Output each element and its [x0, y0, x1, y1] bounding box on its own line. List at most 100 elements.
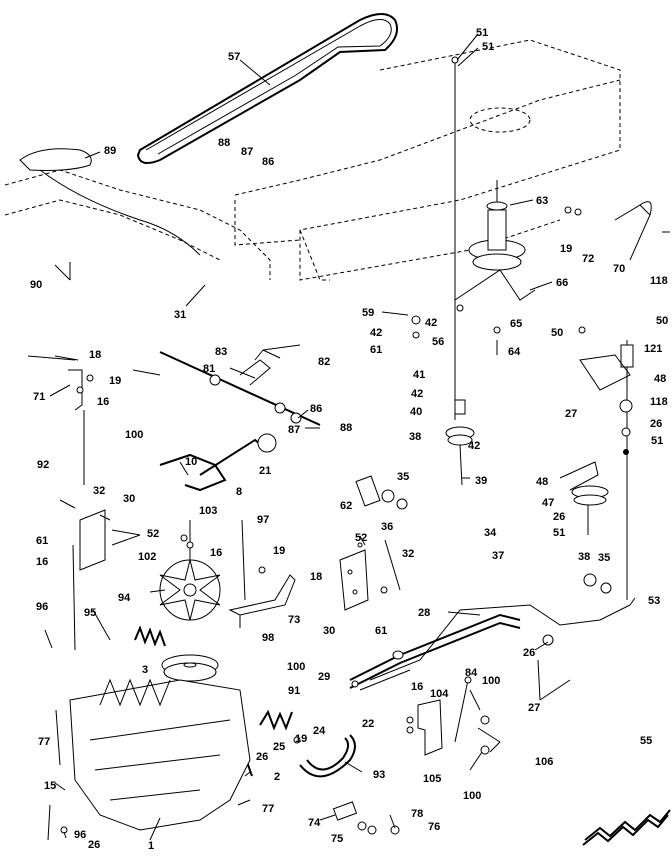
label-30: 30 — [323, 625, 335, 637]
label-70: 70 — [613, 263, 625, 275]
label-105: 105 — [423, 773, 441, 785]
label-51: 51 — [651, 435, 663, 447]
label-84: 84 — [465, 667, 478, 679]
vertical-shaft — [451, 56, 459, 420]
label-103: 103 — [199, 505, 217, 517]
rod-66 — [454, 269, 536, 301]
label-48: 48 — [536, 476, 548, 488]
label-39: 39 — [475, 475, 487, 487]
rod-28 — [349, 613, 521, 689]
label-26: 26 — [256, 751, 268, 763]
plate-30-left — [72, 509, 106, 651]
label-16: 16 — [36, 556, 48, 568]
label-100: 100 — [482, 675, 500, 687]
label-19: 19 — [560, 243, 572, 255]
label-42: 42 — [468, 440, 480, 452]
label-75: 75 — [331, 833, 343, 845]
shaft-81 — [159, 351, 321, 426]
label-35: 35 — [397, 471, 409, 483]
label-16: 16 — [210, 547, 222, 559]
label-77: 77 — [262, 803, 274, 815]
label-25: 25 — [273, 741, 285, 753]
label-1: 1 — [148, 840, 154, 852]
label-59: 59 — [362, 307, 374, 319]
label-90: 90 — [30, 279, 42, 291]
label-86: 86 — [262, 156, 274, 168]
label-42: 42 — [370, 327, 382, 339]
label-97: 97 — [257, 514, 269, 526]
label-86: 86 — [310, 403, 322, 415]
label-38: 38 — [578, 551, 590, 563]
label-47: 47 — [542, 497, 554, 509]
label-104: 104 — [430, 688, 449, 700]
label-16: 16 — [97, 396, 109, 408]
mower-deck-outline — [4, 148, 271, 280]
pulley-47 — [559, 461, 609, 535]
label-92: 92 — [37, 459, 49, 471]
label-76: 76 — [428, 821, 440, 833]
label-65: 65 — [510, 318, 522, 330]
label-8: 8 — [236, 486, 242, 498]
label-87: 87 — [288, 424, 300, 436]
label-26: 26 — [88, 839, 100, 851]
label-28: 28 — [418, 607, 430, 619]
bushing-62 — [355, 475, 408, 510]
label-32: 32 — [402, 548, 414, 560]
label-40: 40 — [410, 406, 422, 418]
label-64: 64 — [508, 346, 521, 358]
label-26: 26 — [650, 418, 662, 430]
transmission — [47, 678, 251, 841]
spring-95 — [134, 625, 166, 647]
label-15: 15 — [44, 780, 56, 792]
label-89: 89 — [104, 145, 116, 157]
bracket-104 — [417, 676, 472, 756]
label-3: 3 — [142, 664, 148, 676]
label-98: 98 — [262, 632, 274, 644]
label-21: 21 — [259, 465, 271, 477]
label-2: 2 — [274, 771, 280, 783]
label-30: 30 — [123, 493, 135, 505]
label-31: 31 — [174, 309, 186, 321]
label-35: 35 — [598, 552, 610, 564]
label-61: 61 — [36, 535, 48, 547]
leader-lines — [44, 33, 636, 841]
label-32: 32 — [93, 485, 105, 497]
label-52: 52 — [355, 532, 367, 544]
label-72: 72 — [582, 253, 594, 265]
label-19: 19 — [273, 545, 285, 557]
bracket-73 — [228, 519, 296, 628]
label-118: 118 — [650, 275, 668, 287]
label-88: 88 — [218, 137, 230, 149]
label-96: 96 — [74, 829, 86, 841]
label-27: 27 — [565, 408, 577, 420]
label-53: 53 — [648, 595, 660, 607]
label-10: 10 — [185, 456, 197, 468]
label-81: 81 — [203, 363, 215, 375]
label-18: 18 — [310, 571, 322, 583]
label-29: 29 — [318, 671, 330, 683]
label-73: 73 — [288, 614, 300, 626]
label-62: 62 — [340, 500, 352, 512]
spring-55 — [582, 809, 671, 846]
label-26: 26 — [553, 511, 565, 523]
label-50: 50 — [551, 327, 563, 339]
rod-22 — [359, 604, 631, 691]
label-78: 78 — [411, 808, 423, 820]
label-71: 71 — [33, 391, 45, 403]
drive-belt — [136, 13, 398, 165]
label-51: 51 — [553, 527, 565, 539]
label-95: 95 — [84, 607, 96, 619]
label-56: 56 — [432, 336, 444, 348]
label-87: 87 — [241, 146, 253, 158]
shaft-74 — [332, 801, 377, 835]
cooling-fan — [159, 520, 221, 621]
label-36: 36 — [381, 521, 393, 533]
hardware — [60, 206, 612, 835]
label-102: 102 — [138, 551, 156, 563]
label-93: 93 — [373, 769, 385, 781]
label-42: 42 — [425, 317, 437, 329]
brake-rod — [159, 433, 277, 492]
spring-25 — [259, 709, 293, 731]
label-91: 91 — [288, 685, 300, 697]
